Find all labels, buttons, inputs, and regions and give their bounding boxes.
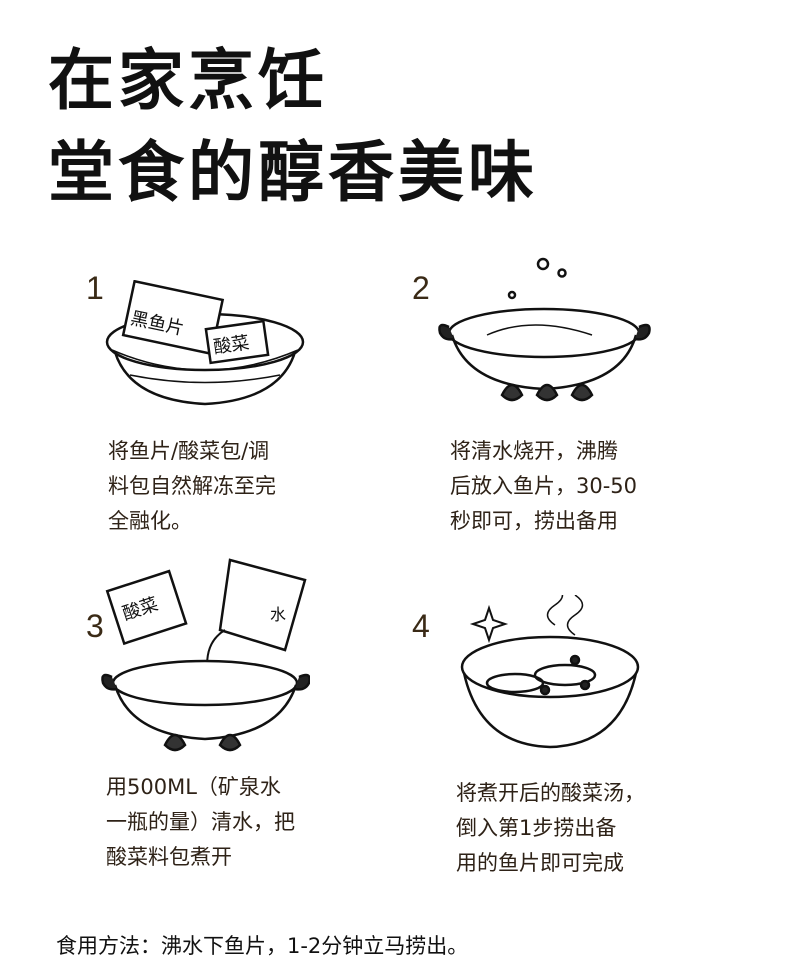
usage-instructions: 食用方法：沸水下鱼片，1-2分钟立马捞出。 <box>56 934 469 958</box>
step-1-line: 料包自然解冻至完 <box>108 474 276 498</box>
step-2-text: 将清水烧开，沸腾 后放入鱼片，30-50 秒即可，捞出备用 <box>450 434 690 539</box>
headline-line2: 堂食的醇香美味 <box>48 134 538 211</box>
boiling-pot-illustration <box>438 257 651 402</box>
step-2-line: 将清水烧开，沸腾 <box>450 439 618 463</box>
step-1-line: 将鱼片/酸菜包/调 <box>108 439 270 463</box>
step-1-text: 将鱼片/酸菜包/调 料包自然解冻至完 全融化。 <box>108 434 348 539</box>
step-2-number: 2 <box>412 270 430 306</box>
bowl-with-packets-illustration: 黑鱼片 酸菜 <box>105 280 305 406</box>
step-3-number: 3 <box>86 608 104 644</box>
pickle-packet-label: 酸菜 <box>212 332 251 358</box>
step-3-line: 酸菜料包煮开 <box>106 845 232 869</box>
step-4-number: 4 <box>412 608 430 644</box>
step-4-line: 倒入第1步捞出备 <box>456 816 617 840</box>
finished-dish-illustration <box>460 595 640 749</box>
pouring-pot-illustration: 酸菜 水 <box>101 558 310 752</box>
step-3-line: 用500ML（矿泉水 <box>106 775 281 799</box>
headline-line1: 在家烹饪 <box>48 42 328 119</box>
step-3-text: 用500ML（矿泉水 一瓶的量）清水，把 酸菜料包煮开 <box>106 770 346 875</box>
water-cup-label: 水 <box>270 605 286 624</box>
step-1-number: 1 <box>86 270 104 306</box>
step-2-line: 秒即可，捞出备用 <box>450 509 618 533</box>
step-4-text: 将煮开后的酸菜汤， 倒入第1步捞出备 用的鱼片即可完成 <box>456 776 696 881</box>
step-3-line: 一瓶的量）清水，把 <box>106 810 295 834</box>
step-4-line: 将煮开后的酸菜汤， <box>456 781 645 805</box>
step-2-line: 后放入鱼片，30-50 <box>450 474 638 498</box>
step-1-line: 全融化。 <box>108 509 192 533</box>
step-4-line: 用的鱼片即可完成 <box>456 851 624 875</box>
